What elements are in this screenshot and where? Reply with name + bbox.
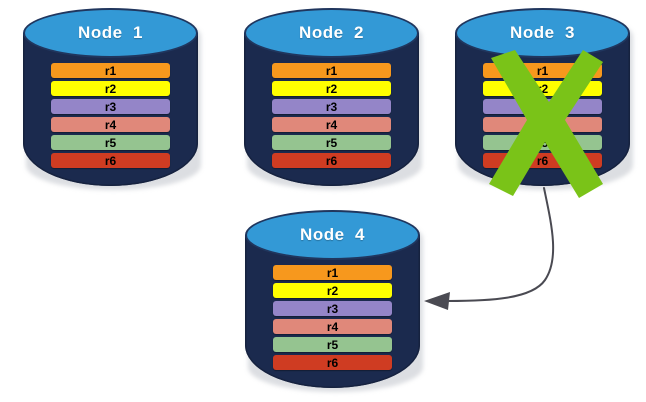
record-bar[interactable]: r1 [272,63,391,78]
record-bar[interactable]: r6 [51,153,170,168]
record-bar[interactable]: r4 [483,117,602,132]
record-bar[interactable]: r2 [273,283,392,298]
record-bar[interactable]: r3 [483,99,602,114]
record-bar[interactable]: r1 [273,265,392,280]
cylinder-top-ellipse [245,210,420,260]
record-bar[interactable]: r6 [483,153,602,168]
node-cylinder-1[interactable]: Node 1 r1 r2 r3 r4 r5 r6 [23,8,201,190]
node-cylinder-2[interactable]: Node 2 r1 r2 r3 r4 r5 r6 [244,8,422,190]
node-title-label: Node 2 [299,23,364,42]
record-bar[interactable]: r3 [51,99,170,114]
node-cylinder-3[interactable]: Node 3 r1 r2 r3 r4 r5 r6 [455,8,633,190]
record-bar[interactable]: r1 [483,63,602,78]
record-bar[interactable]: r1 [51,63,170,78]
record-bar[interactable]: r6 [272,153,391,168]
record-bar[interactable]: r2 [51,81,170,96]
record-bar[interactable]: r4 [272,117,391,132]
cylinder-top-ellipse [244,8,419,58]
record-bar[interactable]: r2 [483,81,602,96]
record-bar[interactable]: r5 [272,135,391,150]
record-stack: r1 r2 r3 r4 r5 r6 [51,63,170,171]
record-stack: r1 r2 r3 r4 r5 r6 [483,63,602,171]
record-stack: r1 r2 r3 r4 r5 r6 [273,265,392,373]
node-title-label: Node 4 [300,225,365,244]
node-title-label: Node 3 [510,23,575,42]
record-bar[interactable]: r3 [273,301,392,316]
record-bar[interactable]: r4 [51,117,170,132]
record-bar[interactable]: r5 [51,135,170,150]
cylinder-top-ellipse [23,8,198,58]
node-title-label: Node 1 [78,23,143,42]
record-bar[interactable]: r6 [273,355,392,370]
record-bar[interactable]: r2 [272,81,391,96]
record-stack: r1 r2 r3 r4 r5 r6 [272,63,391,171]
record-bar[interactable]: r4 [273,319,392,334]
record-bar[interactable]: r3 [272,99,391,114]
node-cylinder-4[interactable]: Node 4 r1 r2 r3 r4 r5 r6 [245,210,423,392]
record-bar[interactable]: r5 [483,135,602,150]
record-bar[interactable]: r5 [273,337,392,352]
